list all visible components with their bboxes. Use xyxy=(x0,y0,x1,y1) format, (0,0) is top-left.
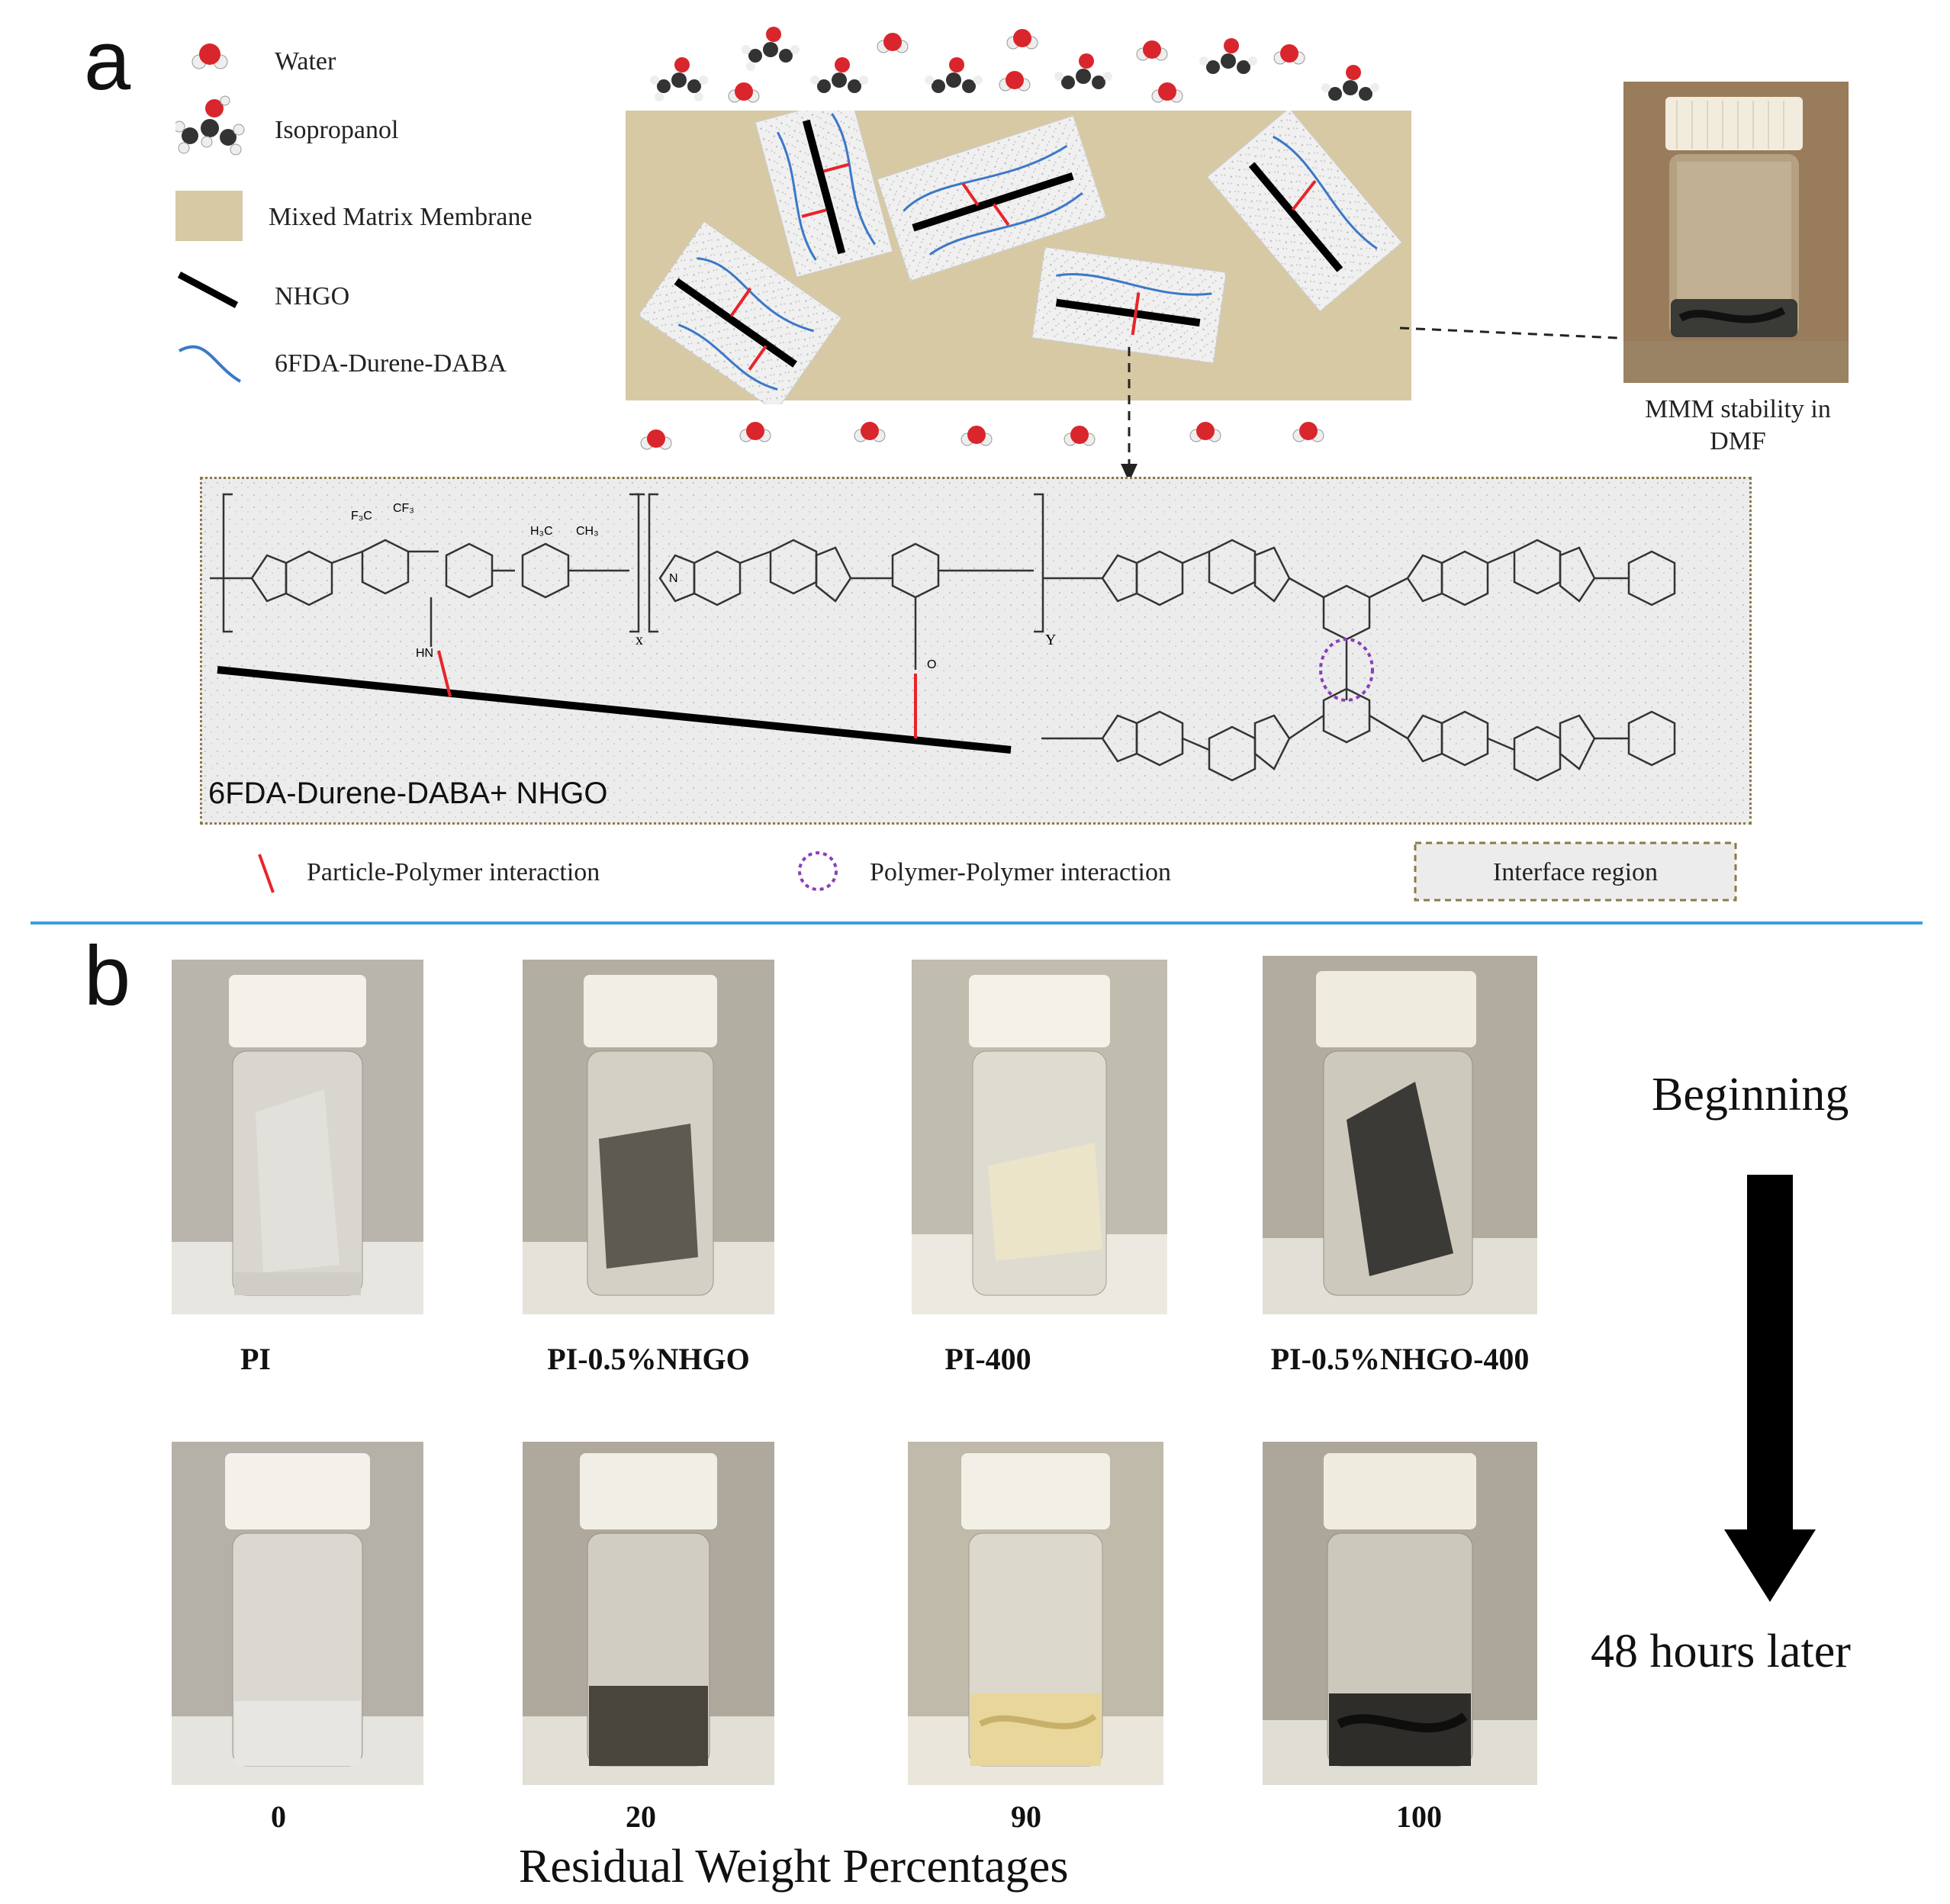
water-icon xyxy=(191,43,228,69)
vial-photo-pi-400-later xyxy=(908,1442,1163,1785)
vial-photo-pi-400-beginning xyxy=(912,960,1167,1314)
water-molecules xyxy=(728,29,1305,103)
water-molecules xyxy=(640,422,1324,450)
chem-label-f3c: F₃C xyxy=(351,510,372,523)
polymer-polymer-interaction xyxy=(1319,638,1374,702)
photo-caption-line2: DMF xyxy=(1710,427,1766,455)
nhgo-flake xyxy=(1206,111,1403,312)
vial-photo-pi-nhgo-beginning xyxy=(523,960,774,1314)
vial-photo-pi-later xyxy=(172,1442,423,1785)
nhgo-flake xyxy=(755,111,893,278)
membrane-block xyxy=(626,111,1411,404)
molecules-top xyxy=(650,27,1379,103)
legend-particle-polymer: Particle-Polymer interaction xyxy=(307,858,600,886)
sample-label-pi: PI xyxy=(240,1342,271,1376)
time-arrow xyxy=(1724,1175,1816,1602)
isopropanol-molecule xyxy=(650,57,708,101)
vial-photo-pi-beginning xyxy=(172,960,423,1314)
legend-interface-region: Interface region xyxy=(1492,858,1659,886)
nhgo-flake xyxy=(638,220,842,404)
nhgo-sheet xyxy=(217,666,1012,754)
isopropanol-molecule xyxy=(1199,38,1257,74)
legend: Water Isopropanol Mixed Matrix Membrane … xyxy=(173,31,603,397)
isopropanol-molecule xyxy=(810,57,868,93)
chem-label-o: O xyxy=(927,658,937,671)
nhgo-line-icon xyxy=(177,272,239,308)
particle-polymer-interaction xyxy=(437,650,452,697)
legend-membrane: Mixed Matrix Membrane xyxy=(269,203,533,231)
residual-value-100: 100 xyxy=(1396,1799,1442,1834)
isopropanol-icon xyxy=(173,95,245,156)
legend-isopropanol: Isopropanol xyxy=(275,116,399,144)
legend-nhgo: NHGO xyxy=(275,282,350,310)
sample-label-pi-400: PI-400 xyxy=(944,1342,1031,1376)
legend-polymer: 6FDA-Durene-DABA xyxy=(275,349,507,378)
sample-label-pi-nhgo: PI-0.5%NHGO xyxy=(547,1342,750,1376)
chem-label-cf3: CF₃ xyxy=(393,502,414,515)
panel-divider xyxy=(31,921,1923,925)
chem-label-hn: HN xyxy=(416,647,434,660)
chem-label-ch3: CH₃ xyxy=(576,525,599,538)
later-label: 48 hours later xyxy=(1591,1626,1851,1677)
vial-photo-pi-nhgo-later xyxy=(523,1442,774,1785)
chem-label-y: Y xyxy=(1045,632,1057,648)
chemical-structure xyxy=(202,479,1749,822)
particle-polymer-legend-icon xyxy=(258,854,275,893)
panel-a-letter: a xyxy=(84,14,131,108)
arrow-to-photo xyxy=(1399,326,1652,341)
chem-label-n: N xyxy=(669,572,678,585)
beginning-label: Beginning xyxy=(1652,1069,1849,1121)
legend-water: Water xyxy=(275,47,336,76)
residual-value-90: 90 xyxy=(1011,1799,1041,1834)
chem-label-x: x xyxy=(636,632,643,648)
sample-label-pi-nhgo-400: PI-0.5%NHGO-400 xyxy=(1270,1342,1530,1376)
panel-b-letter: b xyxy=(84,929,131,1023)
legend-polymer-polymer: Polymer-Polymer interaction xyxy=(870,858,1171,886)
polymer-polymer-legend-icon xyxy=(798,851,838,891)
isopropanol-molecule xyxy=(925,57,983,93)
interface-region-legend-icon xyxy=(1414,841,1737,902)
polymer-curve-icon xyxy=(179,345,241,383)
photo-caption-line1: MMM stability in xyxy=(1645,395,1831,423)
residual-value-20: 20 xyxy=(626,1799,656,1834)
interface-label: 6FDA-Durene-DABA+ NHGO xyxy=(208,777,608,810)
membrane-swatch xyxy=(175,191,243,241)
legend-icons xyxy=(173,43,245,383)
residual-value-0: 0 xyxy=(271,1799,286,1834)
isopropanol-molecule xyxy=(742,27,800,71)
chem-label-h3c: H₃C xyxy=(530,525,553,538)
isopropanol-molecule xyxy=(1054,53,1112,89)
interface-region-box: x Y F₃C CF₃ H₃C CH₃ HN N O 6FDA-Durene-D… xyxy=(200,477,1752,825)
mmm-vial-photo xyxy=(1623,82,1849,383)
vial-photo-pi-nhgo-400-beginning xyxy=(1263,956,1537,1314)
molecules-bottom xyxy=(640,422,1324,450)
nhgo-flake xyxy=(1031,246,1227,364)
nhgo-flake xyxy=(877,115,1107,281)
isopropanol-molecule xyxy=(1321,65,1379,101)
interaction-legend-icons xyxy=(258,841,1737,902)
vial-photo-pi-nhgo-400-later xyxy=(1263,1442,1537,1785)
residual-axis-label: Residual Weight Percentages xyxy=(519,1841,1069,1893)
